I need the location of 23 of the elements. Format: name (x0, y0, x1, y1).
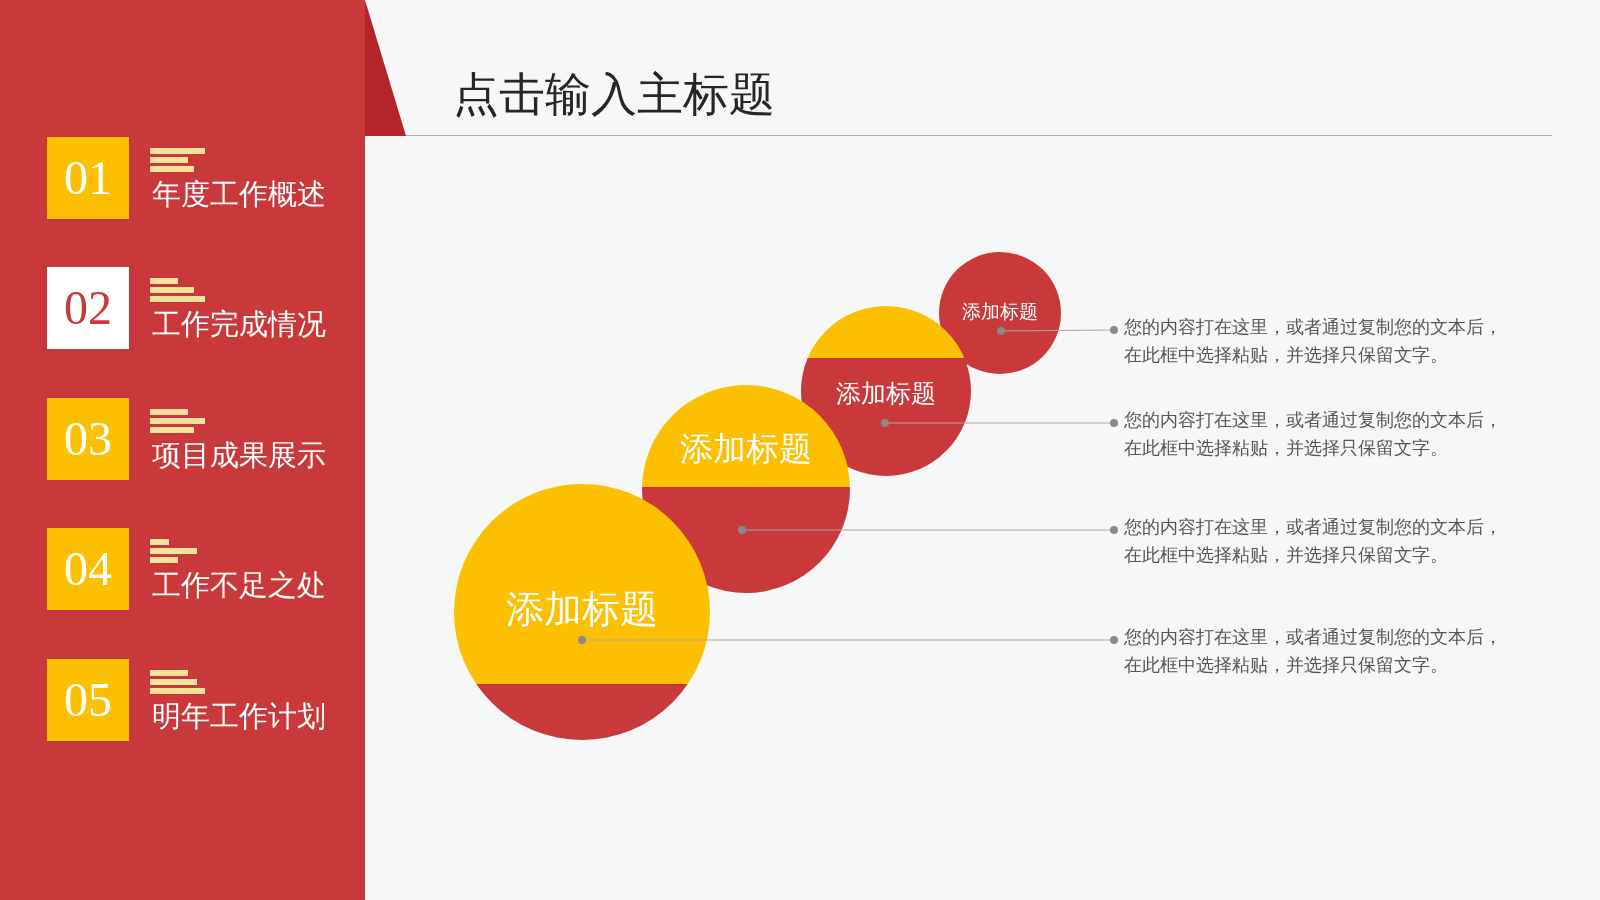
circle-title: 添加标题 (836, 378, 936, 410)
description-text: 您的内容打在这里，或者通过复制您的文本后，在此框中选择粘贴，并选择只保留文字。 (1124, 513, 1508, 569)
circle-title: 添加标题 (506, 586, 658, 633)
section-title: 工作不足之处 (152, 568, 326, 602)
description-text: 您的内容打在这里，或者通过复制您的文本后，在此框中选择粘贴，并选择只保留文字。 (1124, 623, 1508, 679)
section-title: 工作完成情况 (152, 307, 326, 341)
number-tile: 03 (47, 398, 129, 480)
circle-title: 添加标题 (680, 428, 812, 470)
description-text: 您的内容打在这里，或者通过复制您的文本后，在此框中选择粘贴，并选择只保留文字。 (1124, 313, 1508, 369)
leader-line (881, 419, 1118, 427)
number-tile: 02 (47, 267, 129, 349)
section-title: 项目成果展示 (152, 438, 326, 472)
description-text: 您的内容打在这里，或者通过复制您的文本后，在此框中选择粘贴，并选择只保留文字。 (1124, 406, 1508, 462)
slide-title: 点击输入主标题 (453, 66, 775, 122)
circle-title: 添加标题 (962, 299, 1038, 324)
leader-line (997, 326, 1118, 335)
leader-line (738, 526, 1118, 534)
number-tile: 01 (47, 137, 129, 219)
number-tile: 04 (47, 528, 129, 610)
section-title: 年度工作概述 (152, 177, 326, 211)
leader-line (578, 636, 1118, 644)
section-title: 明年工作计划 (152, 699, 326, 733)
number-tile: 05 (47, 659, 129, 741)
